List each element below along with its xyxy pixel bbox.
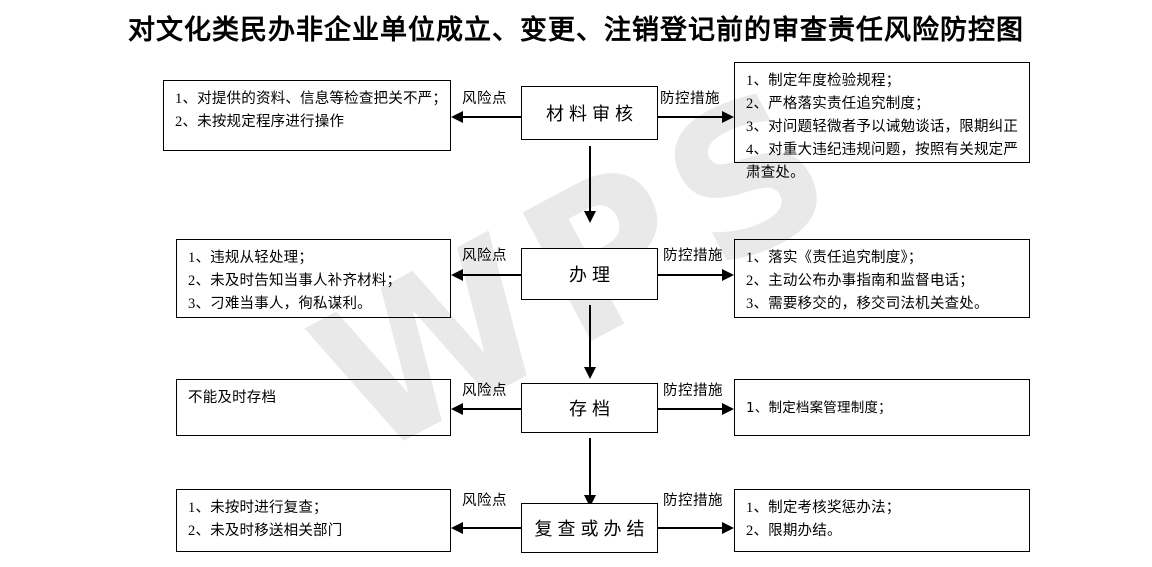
edge-label-control-measure-4: 防控措施 <box>663 493 723 509</box>
arrow-head-risk-2 <box>451 269 463 281</box>
measure-box-archiving: 1、制定档案管理制度； <box>734 379 1030 436</box>
arrow-head-risk-1 <box>451 111 463 123</box>
arrow-head-measure-3 <box>722 403 734 415</box>
edge-label-risk-point-4: 风险点 <box>462 493 507 509</box>
risk-line: 1、违规从轻处理； <box>188 250 314 266</box>
measure-line: 2、严格落实责任追究制度； <box>746 95 930 112</box>
measure-line: 1、落实《责任追究制度》； <box>746 250 923 266</box>
arrow-head-risk-3 <box>451 403 463 415</box>
measure-line: 肃查处。 <box>746 164 805 181</box>
risk-box-material-review: 1、对提供的资料、信息等检查把关不严； 2、未按规定程序进行操作 <box>163 80 451 151</box>
process-box-handling[interactable]: 办理 <box>521 248 658 300</box>
measure-line: 2、限期办结。 <box>746 522 842 539</box>
measure-line: 1、制定年度检验规程； <box>746 73 901 89</box>
process-box-archiving[interactable]: 存档 <box>521 383 658 433</box>
edge-label-risk-point-1: 风险点 <box>462 91 507 107</box>
risk-line: 1、对提供的资料、信息等检查把关不严； <box>175 91 448 107</box>
risk-line: 2、未及时告知当事人补齐材料； <box>188 272 402 289</box>
arrow-line-risk-2 <box>462 274 521 276</box>
measure-box-material-review: 1、制定年度检验规程； 2、严格落实责任追究制度； 3、对问题轻微者予以诫勉谈话… <box>734 62 1030 181</box>
arrow-head-risk-4 <box>451 522 463 534</box>
edge-label-control-measure-1: 防控措施 <box>660 91 720 107</box>
arrow-head-step-2-to-3 <box>584 367 596 379</box>
process-box-material-review[interactable]: 材料审核 <box>521 86 658 140</box>
risk-box-archiving: 不能及时存档 <box>176 379 451 436</box>
measure-box-review-or-close: 1、制定考核奖惩办法； 2、限期办结。 <box>734 489 1030 552</box>
risk-line: 3、刁难当事人，徇私谋利。 <box>188 295 372 312</box>
arrow-line-step-3-to-4 <box>589 438 591 496</box>
arrow-line-measure-4 <box>658 527 724 529</box>
arrow-line-risk-1 <box>462 116 521 118</box>
edge-label-risk-point-2: 风险点 <box>462 248 507 264</box>
process-label: 材料审核 <box>546 104 638 124</box>
arrow-line-step-1-to-2 <box>589 146 591 212</box>
arrow-line-risk-3 <box>462 408 521 410</box>
measure-line: 3、对问题轻微者予以诫勉谈话，限期纠正 <box>746 118 1019 135</box>
process-label: 存档 <box>569 399 615 419</box>
risk-line: 1、未按时进行复查； <box>188 500 328 516</box>
arrow-line-measure-1 <box>658 116 724 118</box>
measure-line: 1、制定档案管理制度； <box>746 400 892 416</box>
arrow-head-step-1-to-2 <box>584 211 596 223</box>
process-box-review-or-close[interactable]: 复查或办结 <box>521 503 658 553</box>
edge-label-control-measure-2: 防控措施 <box>663 248 723 264</box>
measure-line: 4、对重大违纪违规问题，按照有关规定严 <box>746 141 1019 158</box>
measure-line: 3、需要移交的，移交司法机关查处。 <box>746 295 989 312</box>
risk-line: 不能及时存档 <box>188 390 277 406</box>
process-label: 办理 <box>569 265 615 285</box>
risk-line: 2、未及时移送相关部门 <box>188 522 343 539</box>
arrow-line-step-2-to-3 <box>589 305 591 368</box>
risk-box-review-or-close: 1、未按时进行复查； 2、未及时移送相关部门 <box>176 489 451 552</box>
measure-line: 2、主动公布办事指南和监督电话； <box>746 272 974 289</box>
arrow-line-measure-3 <box>658 408 724 410</box>
measure-line: 1、制定考核奖惩办法； <box>746 500 901 516</box>
arrow-head-measure-2 <box>722 269 734 281</box>
arrow-head-measure-4 <box>722 522 734 534</box>
edge-label-control-measure-3: 防控措施 <box>663 383 723 399</box>
page-title: 对文化类民办非企业单位成立、变更、注销登记前的审查责任风险防控图 <box>128 15 1024 46</box>
arrow-head-measure-1 <box>722 111 734 123</box>
arrow-line-risk-4 <box>462 527 521 529</box>
process-label: 复查或办结 <box>534 519 650 539</box>
edge-label-risk-point-3: 风险点 <box>462 383 507 399</box>
arrow-line-measure-2 <box>658 274 724 276</box>
risk-box-handling: 1、违规从轻处理； 2、未及时告知当事人补齐材料； 3、刁难当事人，徇私谋利。 <box>176 239 451 318</box>
risk-line: 2、未按规定程序进行操作 <box>175 113 345 130</box>
measure-box-handling: 1、落实《责任追究制度》； 2、主动公布办事指南和监督电话； 3、需要移交的，移… <box>734 239 1030 318</box>
